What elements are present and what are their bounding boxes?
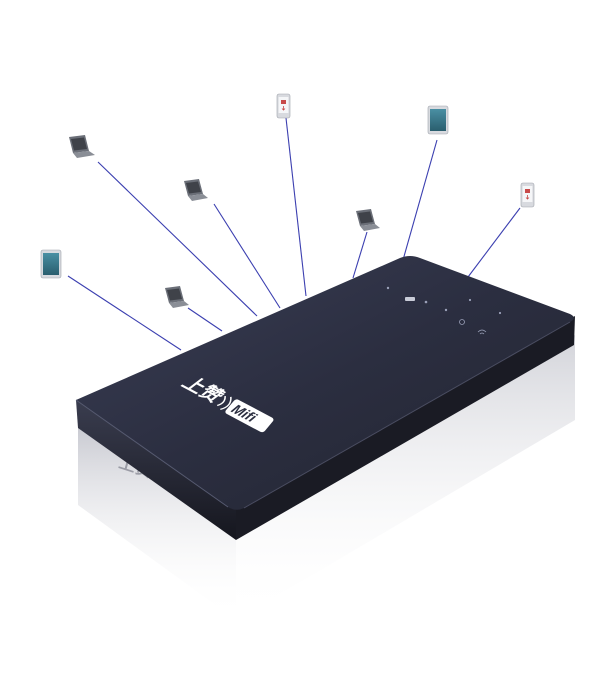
indicator-dot bbox=[498, 311, 502, 315]
tablet-icon bbox=[427, 105, 449, 135]
laptop-icon bbox=[184, 179, 208, 201]
laptop-icon bbox=[165, 286, 189, 308]
indicator-dot bbox=[424, 300, 428, 304]
device-side-edge bbox=[236, 316, 575, 540]
laptop-icon bbox=[356, 209, 380, 231]
connection-line bbox=[187, 307, 223, 332]
connected-devices bbox=[40, 93, 535, 308]
signal-waves-icon bbox=[217, 395, 232, 410]
indicator-dot bbox=[468, 298, 472, 302]
connection-line bbox=[352, 231, 368, 279]
connection-line bbox=[467, 207, 521, 278]
wifi-indicator-icon bbox=[477, 329, 487, 335]
connection-line bbox=[213, 203, 281, 309]
indicator-dot bbox=[444, 308, 448, 312]
connection-line bbox=[67, 275, 182, 351]
connection-line bbox=[97, 161, 258, 317]
tablet-icon bbox=[40, 249, 62, 279]
connection-line bbox=[285, 117, 307, 297]
indicator-lights bbox=[386, 286, 502, 335]
mifi-device: 上赞 Mifi bbox=[75, 256, 575, 540]
laptop-icon bbox=[69, 135, 95, 158]
signal-indicator-icon bbox=[459, 319, 465, 325]
battery-indicator-icon bbox=[405, 297, 415, 301]
device-top-face bbox=[76, 256, 574, 510]
device-front-edge bbox=[76, 400, 236, 540]
brand-model-badge bbox=[225, 399, 274, 433]
connection-lines bbox=[67, 117, 521, 351]
indicator-dot bbox=[386, 286, 390, 290]
connection-line bbox=[402, 139, 438, 261]
phone-icon bbox=[520, 182, 535, 208]
phone-icon bbox=[276, 93, 291, 119]
